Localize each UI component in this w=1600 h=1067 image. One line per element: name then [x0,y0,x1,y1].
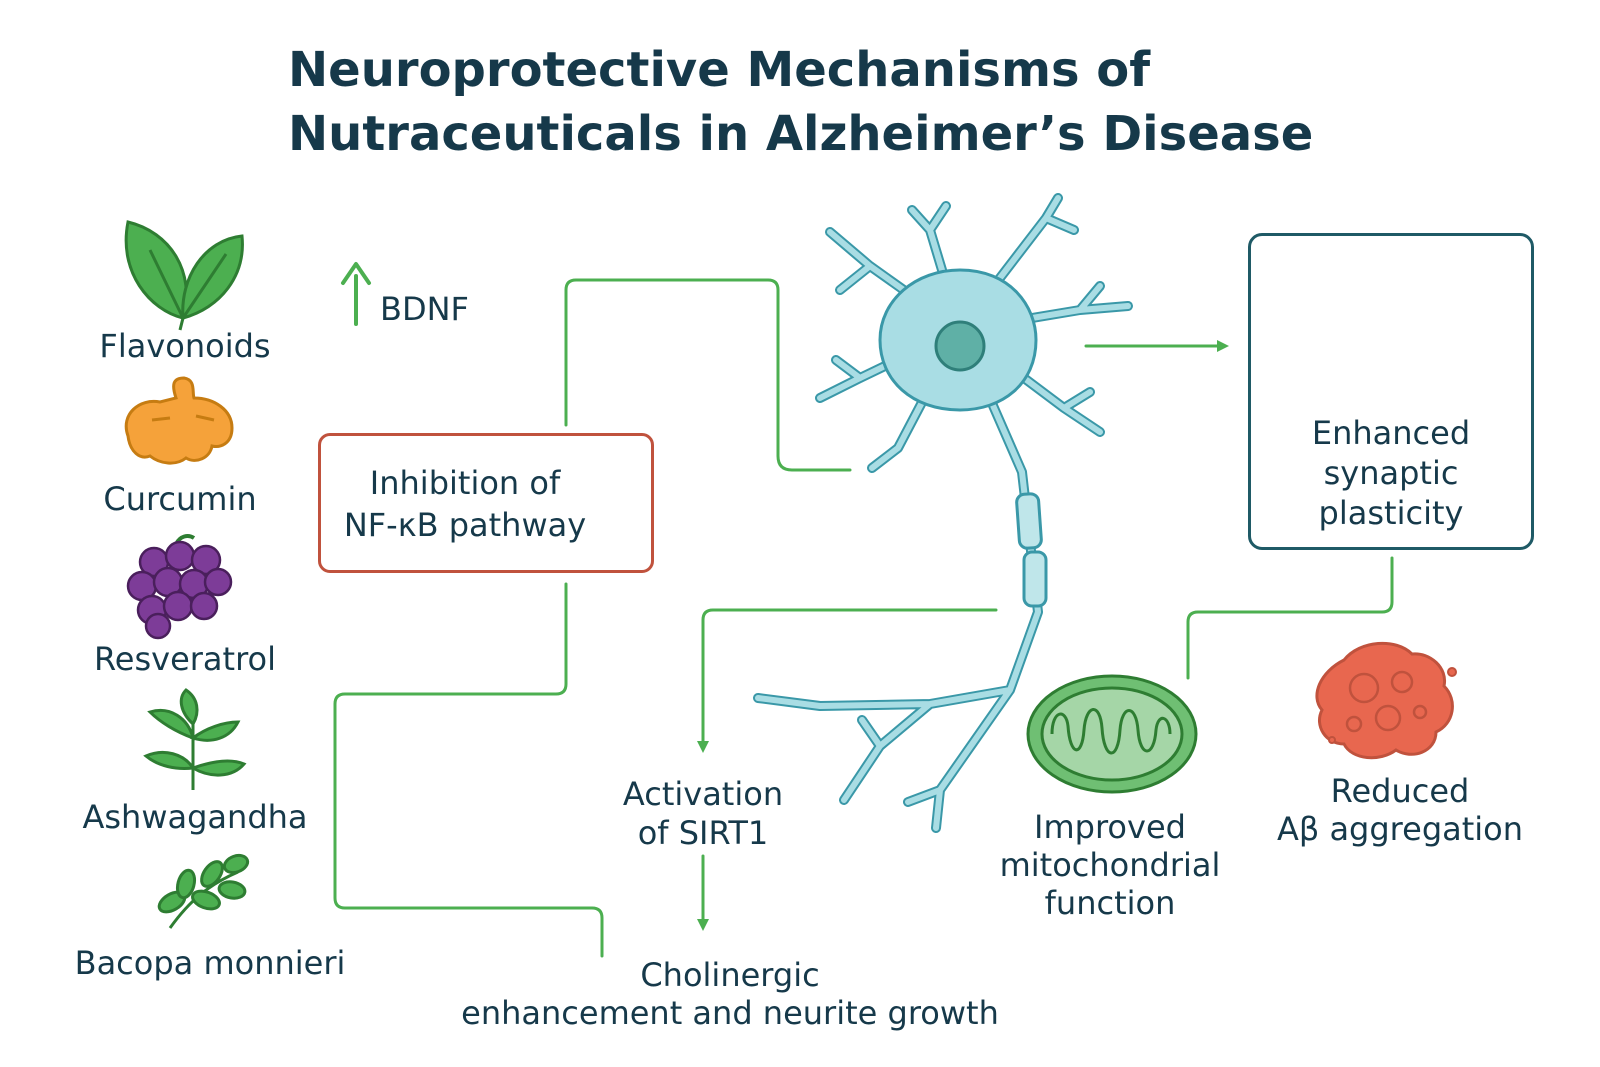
bacopa-sprig-icon [157,853,250,929]
cholinergic-line-1: Cholinergic [640,956,820,994]
grapes-icon [126,534,233,640]
title-line-1: Neuroprotective Mechanisms of [288,42,1151,98]
mitochondrial-line-3: function [1044,884,1176,922]
connector-nfkb-neuron [564,278,852,472]
cholinergic-line-2: enhancement and neurite growth [461,994,999,1032]
sirt1-line-2: of SIRT1 [637,814,769,852]
synaptic-line-2: synaptic [1323,454,1459,492]
label-flavonoids: Flavonoids [99,327,271,365]
connector-nfkb-cholinergic [333,582,604,958]
mitochondrial-line-1: Improved [1034,808,1186,846]
up-arrow-icon [341,262,371,326]
amyloid-line-2: Aβ aggregation [1276,810,1524,848]
nfkb-line-2: NF-κB pathway [343,506,587,544]
nfkb-inhibition-box [318,433,654,573]
label-bdnf: BDNF [380,290,469,328]
synaptic-plasticity-box [1248,233,1534,550]
label-ashwagandha: Ashwagandha [82,798,308,836]
sirt1-line-1: Activation [622,775,784,813]
mitochondrion-icon [1026,674,1198,794]
turmeric-root-icon [124,376,234,465]
leaves-icon [124,220,244,331]
connector-synaptic-mitochondria [1186,556,1394,680]
amyloid-plaque-icon [1315,641,1457,760]
neuron-icon [753,193,1133,833]
nfkb-line-1: Inhibition of [369,464,561,502]
amyloid-line-1: Reduced [1330,772,1470,810]
page-title: Neuroprotective Mechanisms of Nutraceuti… [288,38,1388,166]
synaptic-line-3: plasticity [1318,494,1464,532]
synaptic-line-1: Enhanced [1311,414,1471,452]
mitochondrial-line-2: mitochondrial [999,846,1221,884]
label-curcumin: Curcumin [103,480,257,518]
herb-plant-icon [143,688,247,790]
title-line-2: Nutraceuticals in Alzheimer’s Disease [288,106,1314,162]
label-bacopa-monnieri: Bacopa monnieri [74,944,346,982]
label-resveratrol: Resveratrol [93,640,276,678]
connector-neuron-sirt1 [697,608,998,753]
